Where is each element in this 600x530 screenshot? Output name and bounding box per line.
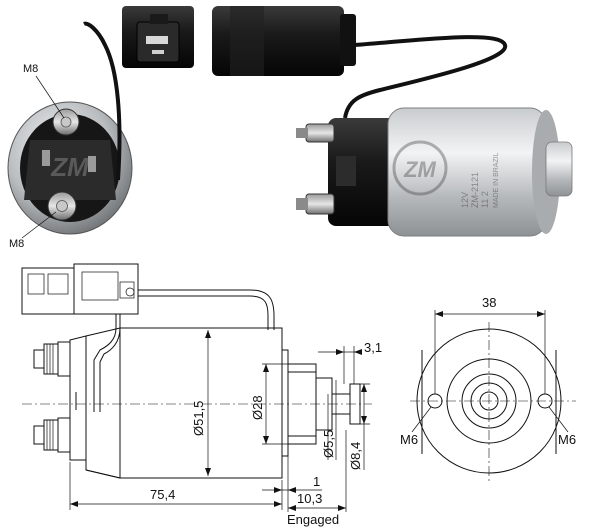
dim-plunger: Ø5,5 [321, 430, 336, 458]
m6-label-left: M6 [400, 432, 418, 447]
dim-travel: 10,3 [297, 491, 322, 506]
m6-label-right-group: M6 [548, 406, 576, 447]
drawing-front-view [410, 322, 576, 482]
photo-wire-right [343, 35, 507, 119]
m6-label-left-group: M6 [400, 406, 432, 447]
dim-length-group: 75,4 [69, 462, 283, 510]
dim-head-width-group: 3,1 [318, 340, 382, 384]
dim-diameter-body-group: Ø51,5 [191, 330, 211, 476]
dim-head-width: 3,1 [364, 340, 382, 355]
m8-label-bottom-group: M8 [9, 211, 57, 250]
drawing-side-view [21, 263, 372, 479]
body-print-1: 12V [460, 192, 470, 208]
engaged-note: Engaged [287, 512, 339, 527]
dim-travel-group: 1 10,3 Engaged [262, 430, 347, 527]
m8-label-bottom: M8 [9, 238, 24, 250]
m6-label-right: M6 [558, 432, 576, 447]
photo-wire-left [83, 21, 122, 181]
photo-connector-large [212, 6, 356, 76]
dim-plunger-head: Ø8,4 [348, 442, 363, 470]
dim-diameter-nose: Ø28 [250, 395, 265, 420]
dim-diameter-nose-group: Ø28 [250, 363, 310, 445]
svg-text:ZM: ZM [50, 152, 90, 182]
m8-label-top: M8 [23, 63, 38, 75]
body-print-4: MADE IN BRAZIL [493, 152, 500, 208]
dim-gap: 1 [313, 474, 320, 489]
photo-connector-small [122, 6, 194, 68]
dim-hole-spacing: 38 [482, 295, 496, 310]
photo-side-view: ZM 12V ZM-2121 11 2 MADE IN BRAZIL [296, 107, 573, 237]
body-print-3: 11 2 [480, 191, 490, 208]
photo-end-view: ZM [7, 101, 133, 235]
dim-plunger-group: Ø5,5 [321, 380, 337, 460]
svg-text:ZM: ZM [403, 157, 436, 182]
dim-diameter-body: Ø51,5 [191, 401, 206, 436]
dim-hole-spacing-group: 38 [434, 295, 546, 394]
dim-plunger-head-group: Ø8,4 [348, 383, 370, 470]
body-print-2: ZM-2121 [470, 172, 480, 208]
m8-label-top-group: M8 [23, 63, 65, 119]
dim-length: 75,4 [150, 487, 175, 502]
